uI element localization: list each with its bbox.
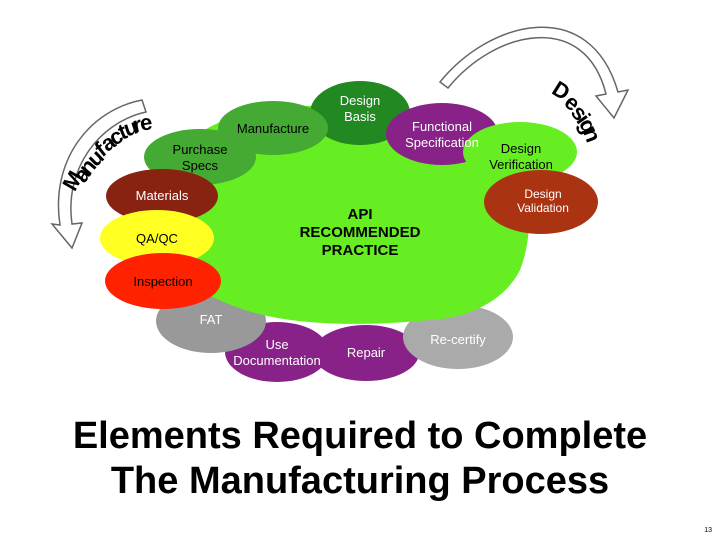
- materials-node[interactable]: [106, 169, 218, 223]
- slide-title: Elements Required to Complete The Manufa…: [72, 415, 648, 502]
- use-documentation-label: Use Documentation: [233, 337, 321, 368]
- inspection-node[interactable]: [105, 253, 221, 309]
- design-arc-arrow: [438, 26, 630, 120]
- design-basis-label: Design Basis: [339, 93, 381, 124]
- manufacture-label: Manufacture: [236, 121, 310, 136]
- materials-label: Materials: [135, 188, 189, 203]
- manufacture-arc-arrow: [50, 99, 147, 250]
- page-number: 13: [704, 527, 712, 534]
- functional-spec-label: Functional Specification: [405, 119, 479, 150]
- design-basis-node[interactable]: [310, 81, 410, 145]
- inspection-label: Inspection: [133, 274, 193, 289]
- qa-qc-node[interactable]: [100, 210, 214, 266]
- design-verification-label: Design Verification: [489, 141, 553, 172]
- repair-node[interactable]: [313, 325, 419, 381]
- design-verification-node[interactable]: [463, 122, 577, 182]
- repair-label: Repair: [346, 345, 386, 360]
- design-validation-label: Design Validation: [517, 187, 569, 216]
- qa-qc-label: QA/QC: [136, 231, 178, 246]
- purchase-specs-label: Purchase Specs: [172, 142, 228, 173]
- fat-label: FAT: [199, 312, 223, 327]
- recertify-node[interactable]: [403, 305, 513, 369]
- design-validation-node[interactable]: [484, 170, 598, 234]
- center-label: API RECOMMENDED PRACTICE: [299, 206, 421, 259]
- recertify-label: Re-certify: [430, 332, 486, 347]
